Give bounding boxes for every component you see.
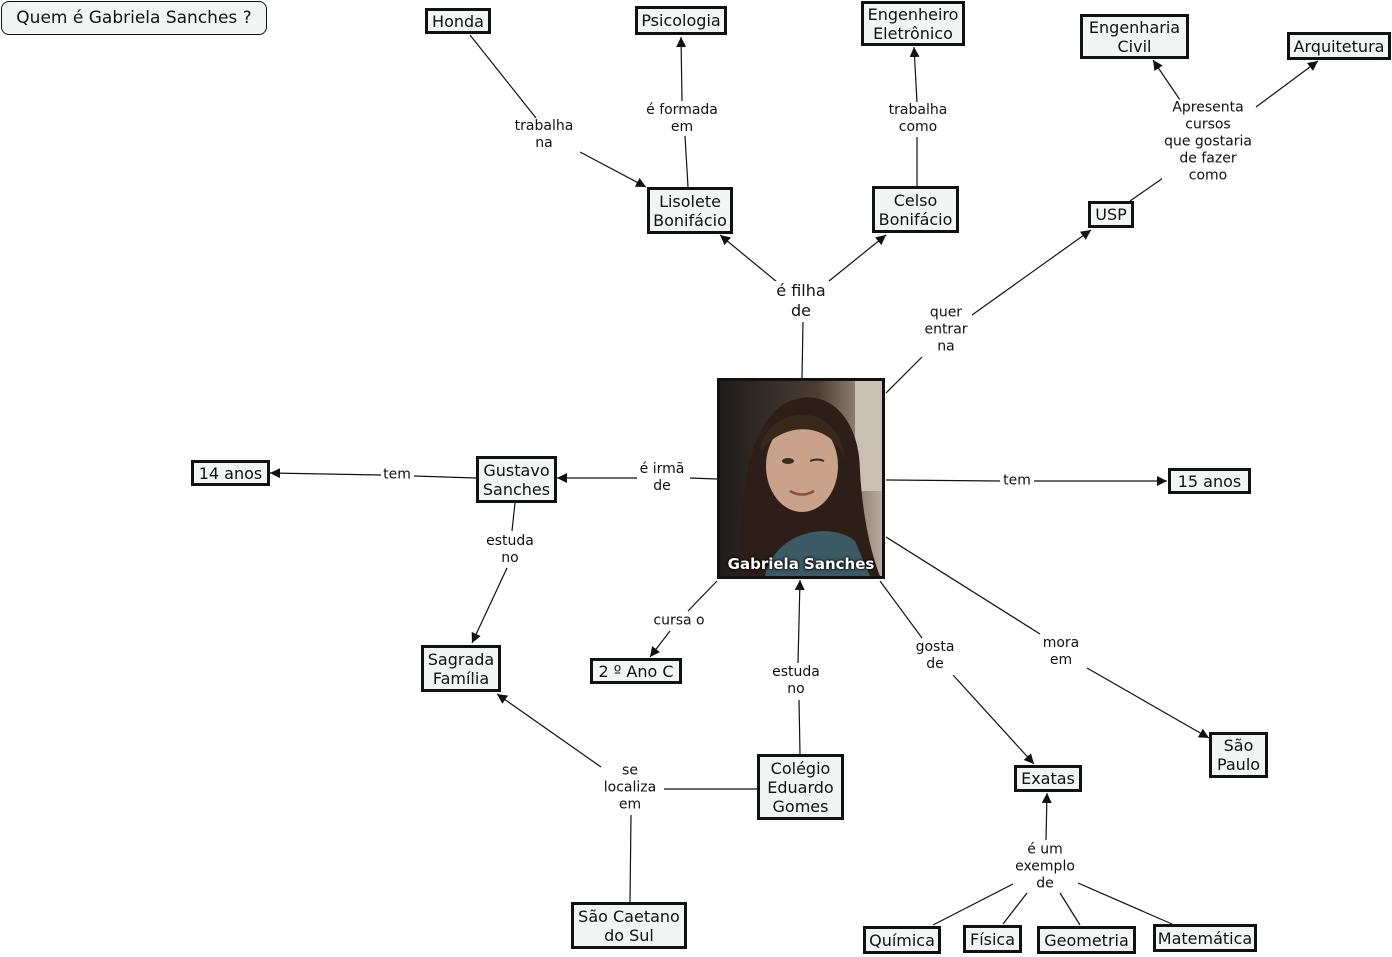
edge-center-querentrar	[885, 356, 923, 394]
map-title[interactable]: Quem é Gabriela Sanches ?	[1, 1, 267, 35]
edge-label-arquitetura	[1255, 60, 1319, 108]
edge-filha-lisolete	[719, 234, 778, 283]
link-quer-entrar[interactable]: quer entrar na	[922, 304, 970, 356]
link-exemplo-de[interactable]: é um exemplo de	[1013, 841, 1077, 893]
node-arquitetura[interactable]: Arquitetura	[1287, 32, 1391, 60]
edge-geometria-exemplo	[1059, 892, 1081, 926]
edge-querentrar-usp	[971, 229, 1092, 316]
edge-exemplo-exatas	[1041, 792, 1052, 841]
edge-lisolete-label	[684, 135, 689, 188]
link-irma-de[interactable]: é irmã de	[637, 461, 687, 495]
edge-saocaetano-localiza	[629, 814, 632, 903]
link-filha-de[interactable]: é filha de	[774, 281, 828, 321]
edge-usp-label	[1129, 177, 1164, 202]
edge-center-filha	[801, 321, 804, 379]
edge-cursa-serie	[649, 630, 671, 658]
edge-colegio-estuda	[798, 699, 801, 755]
edge-localiza-sagrada	[496, 693, 602, 768]
edge-estuda-center	[794, 579, 805, 664]
edge-matematica-exemplo	[1077, 882, 1173, 925]
link-estuda-no-gabriela[interactable]: estuda no	[770, 664, 822, 698]
node-sagrada-familia[interactable]: Sagrada Família	[421, 645, 501, 692]
edge-filha-celso	[828, 234, 887, 282]
edge-quimica-exemplo	[932, 883, 1014, 926]
node-15-anos[interactable]: 15 anos	[1168, 468, 1251, 494]
node-gustavo-sanches[interactable]: Gustavo Sanches	[476, 456, 557, 503]
node-matematica[interactable]: Matemática	[1153, 924, 1257, 952]
link-tem-gabriela[interactable]: tem	[1001, 472, 1033, 490]
edge-mora-saopaulo	[1086, 667, 1210, 739]
edge-center-tem	[885, 479, 1001, 482]
node-2-ano-c[interactable]: 2 º Ano C	[590, 658, 682, 684]
link-trabalha-como[interactable]: trabalha como	[886, 102, 950, 136]
node-sao-paulo[interactable]: São Paulo	[1209, 732, 1268, 778]
edge-label-engenheiro	[909, 46, 920, 103]
node-geometria[interactable]: Geometria	[1037, 926, 1136, 954]
node-engenharia-civil[interactable]: Engenharia Civil	[1080, 14, 1189, 59]
edge-estuda-sagrada	[471, 567, 508, 644]
link-mora-em[interactable]: mora em	[1040, 635, 1082, 669]
edge-center-cursa	[687, 580, 718, 612]
link-trabalha-na[interactable]: trabalha na	[512, 118, 576, 152]
edge-label-lisolete	[579, 151, 647, 188]
portrait-photo	[720, 381, 882, 576]
edge-center-mora	[885, 536, 1041, 635]
link-se-localiza-em[interactable]: se localiza em	[601, 762, 659, 814]
edge-fisica-exemplo	[1002, 892, 1028, 925]
edge-label-engcivil	[1152, 59, 1181, 101]
node-exatas[interactable]: Exatas	[1014, 765, 1082, 792]
link-tem-gustavo[interactable]: tem	[381, 466, 413, 484]
node-fisica[interactable]: Física	[963, 925, 1022, 953]
node-14-anos[interactable]: 14 anos	[191, 460, 270, 486]
center-caption: Gabriela Sanches	[727, 555, 875, 573]
edge-gustavo-tem	[413, 475, 477, 479]
link-estuda-no-gustavo[interactable]: estuda no	[484, 533, 536, 567]
edge-center-gosta	[879, 580, 923, 639]
link-formada-em[interactable]: é formada em	[644, 102, 720, 136]
center-photo-node[interactable]: Gabriela Sanches	[717, 378, 885, 579]
node-quimica[interactable]: Química	[863, 926, 941, 954]
link-cursa-o[interactable]: cursa o	[651, 612, 707, 630]
edge-tem-14anos	[269, 468, 382, 479]
node-celso-bonifacio[interactable]: Celso Bonifácio	[872, 186, 959, 233]
edge-gosta-exatas	[952, 674, 1035, 765]
link-apresenta-cursos[interactable]: Apresenta cursos que gostaria de fazer c…	[1162, 99, 1254, 185]
node-honda[interactable]: Honda	[425, 8, 491, 34]
node-lisolete-bonifacio[interactable]: Lisolete Bonifácio	[647, 187, 733, 234]
edge-label-psicologia	[676, 36, 687, 102]
link-gosta-de[interactable]: gosta de	[913, 639, 957, 673]
edge-center-irma	[689, 477, 718, 480]
node-engenheiro-eletronico[interactable]: Engenheiro Eletrônico	[861, 1, 965, 46]
node-sao-caetano-do-sul[interactable]: São Caetano do Sul	[571, 902, 687, 949]
node-colegio-eduardo-gomes[interactable]: Colégio Eduardo Gomes	[757, 754, 844, 820]
edge-honda-label	[469, 34, 537, 119]
node-usp[interactable]: USP	[1088, 201, 1134, 228]
edge-gustavo-estuda	[511, 502, 516, 532]
node-psicologia[interactable]: Psicologia	[635, 6, 727, 35]
